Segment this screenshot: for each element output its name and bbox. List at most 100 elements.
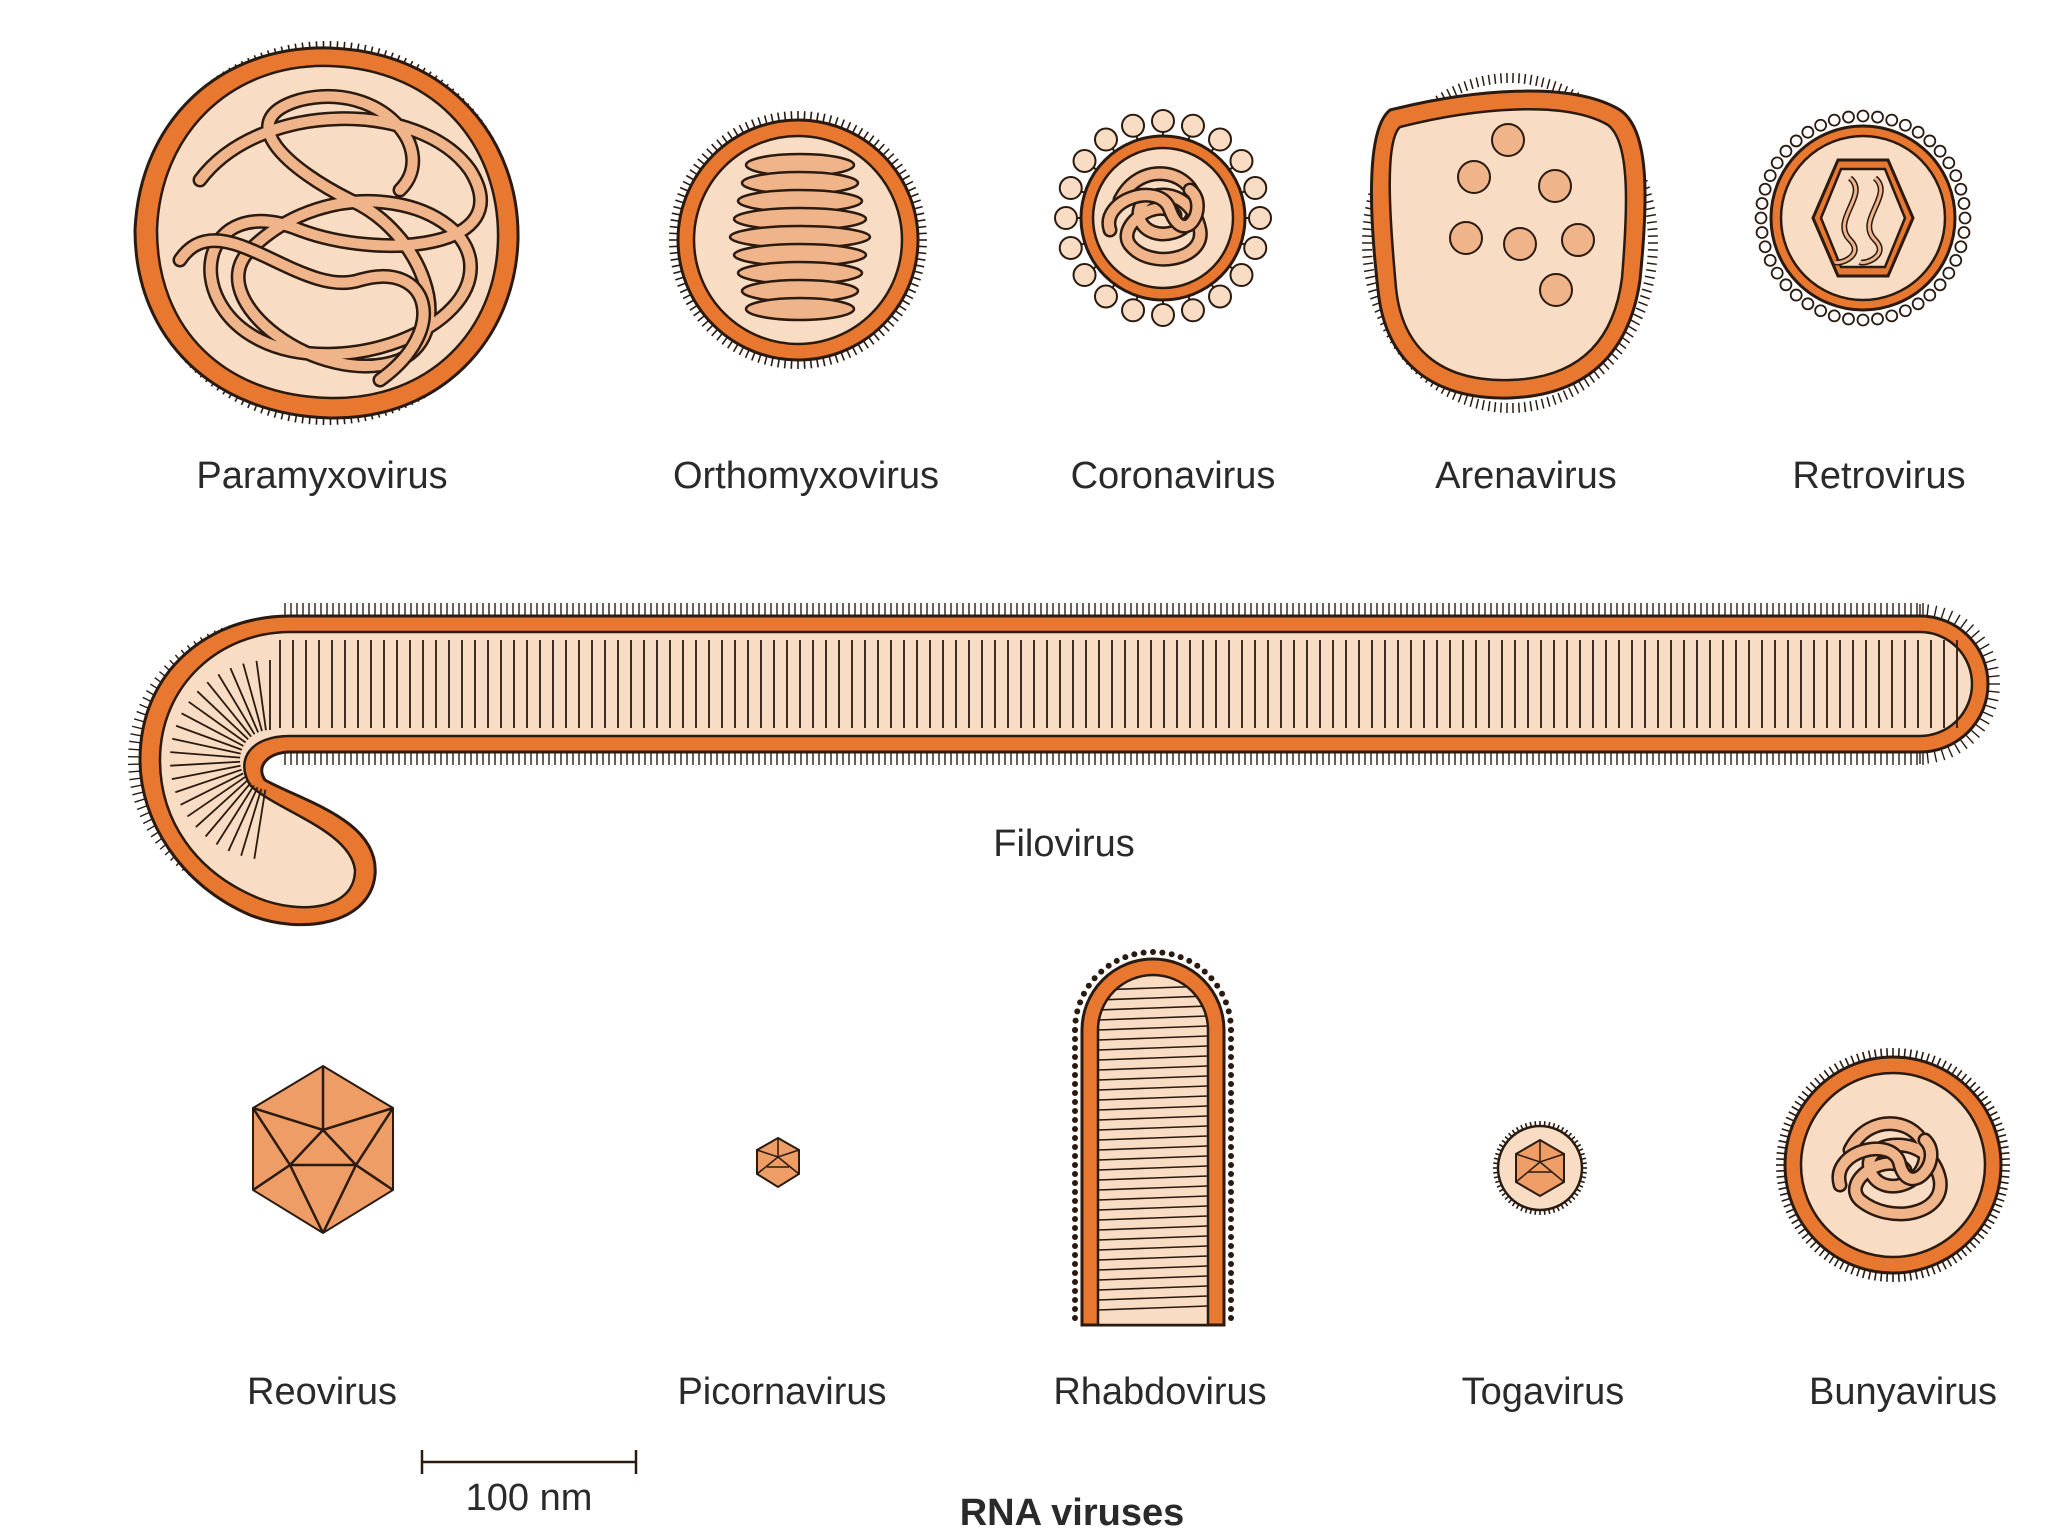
bead bbox=[1923, 134, 1937, 148]
spike bbox=[1557, 392, 1563, 403]
dot bbox=[1131, 951, 1138, 958]
spike bbox=[1646, 220, 1657, 224]
rung bbox=[1098, 1205, 1208, 1211]
spike bbox=[1940, 748, 1946, 761]
dot bbox=[1122, 954, 1129, 961]
label-orthomyxovirus: Orthomyxovirus bbox=[673, 455, 939, 497]
orthomyxovirus bbox=[669, 111, 927, 369]
label-paramyxovirus: Paramyxovirus bbox=[196, 455, 447, 497]
rung bbox=[1098, 1125, 1208, 1131]
dot bbox=[1228, 1216, 1234, 1222]
dot bbox=[1072, 1072, 1078, 1078]
dot bbox=[1228, 1153, 1234, 1159]
spike bbox=[1493, 73, 1497, 84]
dot bbox=[1228, 1054, 1234, 1060]
label-bunyavirus: Bunyavirus bbox=[1809, 1371, 1997, 1413]
bead bbox=[1814, 118, 1828, 132]
bead bbox=[1885, 113, 1899, 127]
spike bbox=[1959, 738, 1968, 750]
spike bbox=[1624, 330, 1634, 338]
dot bbox=[1072, 1243, 1078, 1249]
dot bbox=[1140, 949, 1147, 956]
dot bbox=[1072, 1270, 1078, 1276]
bead bbox=[1898, 118, 1912, 132]
dot bbox=[1228, 1279, 1234, 1285]
dot bbox=[1072, 1234, 1078, 1240]
spike bbox=[1487, 401, 1491, 412]
spike bbox=[1363, 268, 1375, 273]
dot bbox=[1225, 1008, 1232, 1015]
spike-head bbox=[1229, 148, 1254, 173]
spike bbox=[1984, 658, 1997, 664]
retrovirus bbox=[1754, 109, 1972, 327]
dot bbox=[1072, 1180, 1078, 1186]
spike bbox=[1578, 381, 1585, 391]
bead bbox=[1911, 297, 1925, 311]
bead bbox=[1954, 182, 1968, 196]
spike bbox=[1583, 377, 1590, 387]
bead bbox=[1758, 182, 1772, 196]
dot bbox=[1072, 1315, 1078, 1321]
spike bbox=[1517, 402, 1521, 413]
dot bbox=[1085, 982, 1092, 989]
dot bbox=[1072, 1135, 1078, 1141]
dot bbox=[1194, 962, 1201, 969]
filovirus-spikes bbox=[128, 603, 2000, 900]
bead bbox=[1789, 134, 1803, 148]
rung bbox=[229, 667, 259, 733]
bead bbox=[1957, 226, 1971, 239]
dot bbox=[1228, 1288, 1234, 1294]
spike bbox=[1573, 384, 1580, 395]
rung bbox=[215, 784, 255, 845]
spike bbox=[1475, 398, 1480, 409]
dot bbox=[1072, 1108, 1078, 1114]
coronavirus-nucleocapsid bbox=[1101, 166, 1208, 267]
rung bbox=[1098, 1095, 1208, 1101]
retrovirus-spikes bbox=[1754, 109, 1972, 327]
spike bbox=[1933, 605, 1938, 618]
spike bbox=[128, 770, 141, 773]
rung bbox=[172, 737, 241, 755]
dot bbox=[1228, 1081, 1234, 1087]
rhabdovirus-nucleocapsid bbox=[1098, 985, 1208, 1311]
filovirus-interior bbox=[158, 630, 1974, 909]
bead bbox=[1949, 253, 1963, 267]
rung bbox=[1098, 1305, 1208, 1311]
rung bbox=[253, 789, 267, 859]
bead bbox=[1885, 309, 1899, 323]
spike bbox=[129, 740, 142, 744]
spike-head bbox=[1229, 263, 1254, 288]
spike bbox=[1469, 79, 1474, 90]
rung bbox=[1098, 995, 1208, 1001]
label-filovirus: Filovirus bbox=[993, 823, 1134, 865]
spike bbox=[1633, 313, 1643, 320]
dot bbox=[1072, 1198, 1078, 1204]
spike bbox=[1540, 398, 1545, 409]
reovirus bbox=[251, 1064, 395, 1235]
spike bbox=[1487, 74, 1491, 85]
spike bbox=[1926, 751, 1930, 764]
scale-bar-label: 100 nm bbox=[466, 1477, 593, 1519]
spike bbox=[1645, 268, 1657, 273]
spike-head bbox=[1058, 176, 1083, 201]
rung bbox=[170, 751, 241, 759]
spike bbox=[1641, 288, 1652, 293]
dot bbox=[1072, 1225, 1078, 1231]
spike bbox=[1987, 674, 2000, 678]
spike-head bbox=[1093, 127, 1118, 152]
spike bbox=[1984, 704, 1997, 710]
picornavirus bbox=[756, 1136, 800, 1189]
dot bbox=[1228, 1306, 1234, 1312]
bunyavirus-nucleocapsid bbox=[1831, 1116, 1948, 1222]
rung bbox=[1098, 1045, 1208, 1051]
spike bbox=[1368, 288, 1379, 293]
dot bbox=[1208, 975, 1215, 982]
spike bbox=[1457, 83, 1463, 94]
rung bbox=[188, 701, 247, 744]
rung bbox=[180, 772, 244, 806]
spike bbox=[1463, 81, 1469, 92]
spike bbox=[130, 784, 143, 788]
dot bbox=[1228, 1072, 1234, 1078]
paramyxovirus bbox=[133, 41, 520, 425]
spike-head bbox=[1054, 206, 1078, 230]
